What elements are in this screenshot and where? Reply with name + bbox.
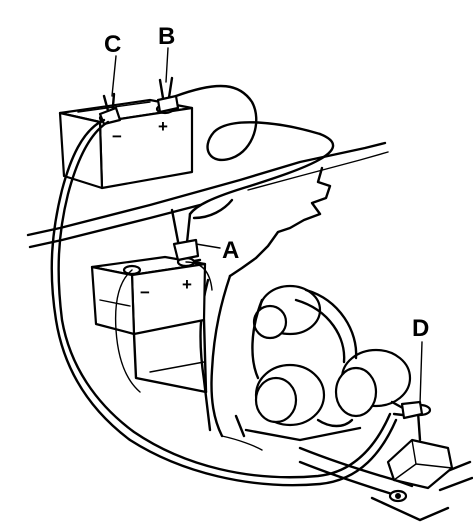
flat-positive-sign: + <box>182 275 192 294</box>
engine-mount <box>388 405 452 501</box>
donor-negative-sign: − <box>112 127 122 146</box>
leader-d <box>420 342 422 404</box>
jumper-cable-positive <box>176 86 333 218</box>
label-b: B <box>158 23 175 50</box>
clamp-d <box>392 402 422 418</box>
clamp-b <box>158 78 178 112</box>
flat-negative-sign: − <box>140 283 150 302</box>
leader-a <box>196 244 220 248</box>
label-d: D <box>412 315 429 342</box>
engine-pulleys <box>236 286 410 440</box>
donor-positive-sign: + <box>158 117 168 136</box>
leader-c <box>112 56 116 96</box>
flat-battery: − + <box>92 257 206 392</box>
label-c: C <box>104 31 121 58</box>
leader-b <box>166 48 168 82</box>
label-a: A <box>222 237 239 264</box>
